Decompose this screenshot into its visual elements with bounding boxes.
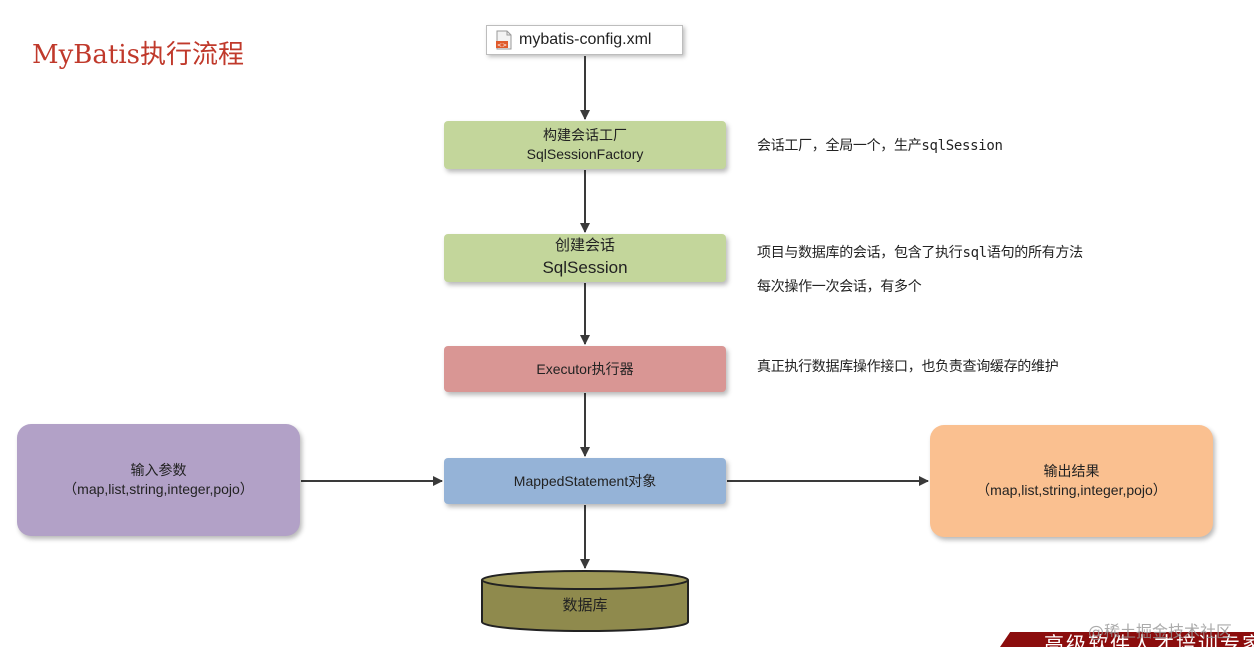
sql-session-class: SqlSession [542,257,628,277]
database-cylinder [481,570,689,632]
mapped-statement-label: MappedStatement对象 [513,472,657,489]
executor-label: Executor执行器 [536,360,634,377]
watermark: @稀土掘金技术社区 [1088,622,1233,641]
output-result-title: 输出结果 [1043,463,1100,480]
footer-banner: 高级软件人才培训专家 [1000,632,1254,647]
session-factory-title: 构建会话工厂 [543,127,627,144]
footer-banner-text: 高级软件人才培训专家 [1044,632,1254,647]
page-title: MyBatis执行流程 [32,40,245,70]
executor-node: Executor执行器 [444,346,726,392]
sql-session-title: 创建会话 [554,237,615,255]
note-sql-session-2: 每次操作一次会话，有多个 [757,279,922,295]
config-file-name: mybatis-config.xml [519,31,652,48]
input-params-node: 输入参数 （map,list,string,integer,pojo） [17,424,300,536]
sql-session-node: 创建会话 SqlSession [444,234,726,282]
note-executor: 真正执行数据库操作接口，也负责查询缓存的维护 [757,359,1059,375]
config-file-box: <> mybatis-config.xml [486,25,683,55]
input-params-types: （map,list,string,integer,pojo） [63,481,254,497]
note-session-factory: 会话工厂，全局一个，生产sqlSession [757,138,1003,154]
database-label: 数据库 [562,597,608,614]
svg-text:<>: <> [497,42,507,49]
session-factory-class: SqlSessionFactory [526,146,644,162]
session-factory-node: 构建会话工厂 SqlSessionFactory [444,121,726,169]
output-result-types: （map,list,string,integer,pojo） [976,482,1167,498]
input-params-title: 输入参数 [130,462,187,479]
mapped-statement-node: MappedStatement对象 [444,458,726,504]
output-result-node: 输出结果 （map,list,string,integer,pojo） [930,425,1213,537]
xml-file-icon: <> [496,30,512,50]
note-sql-session-1: 项目与数据库的会话，包含了执行sql语句的所有方法 [757,245,1083,261]
